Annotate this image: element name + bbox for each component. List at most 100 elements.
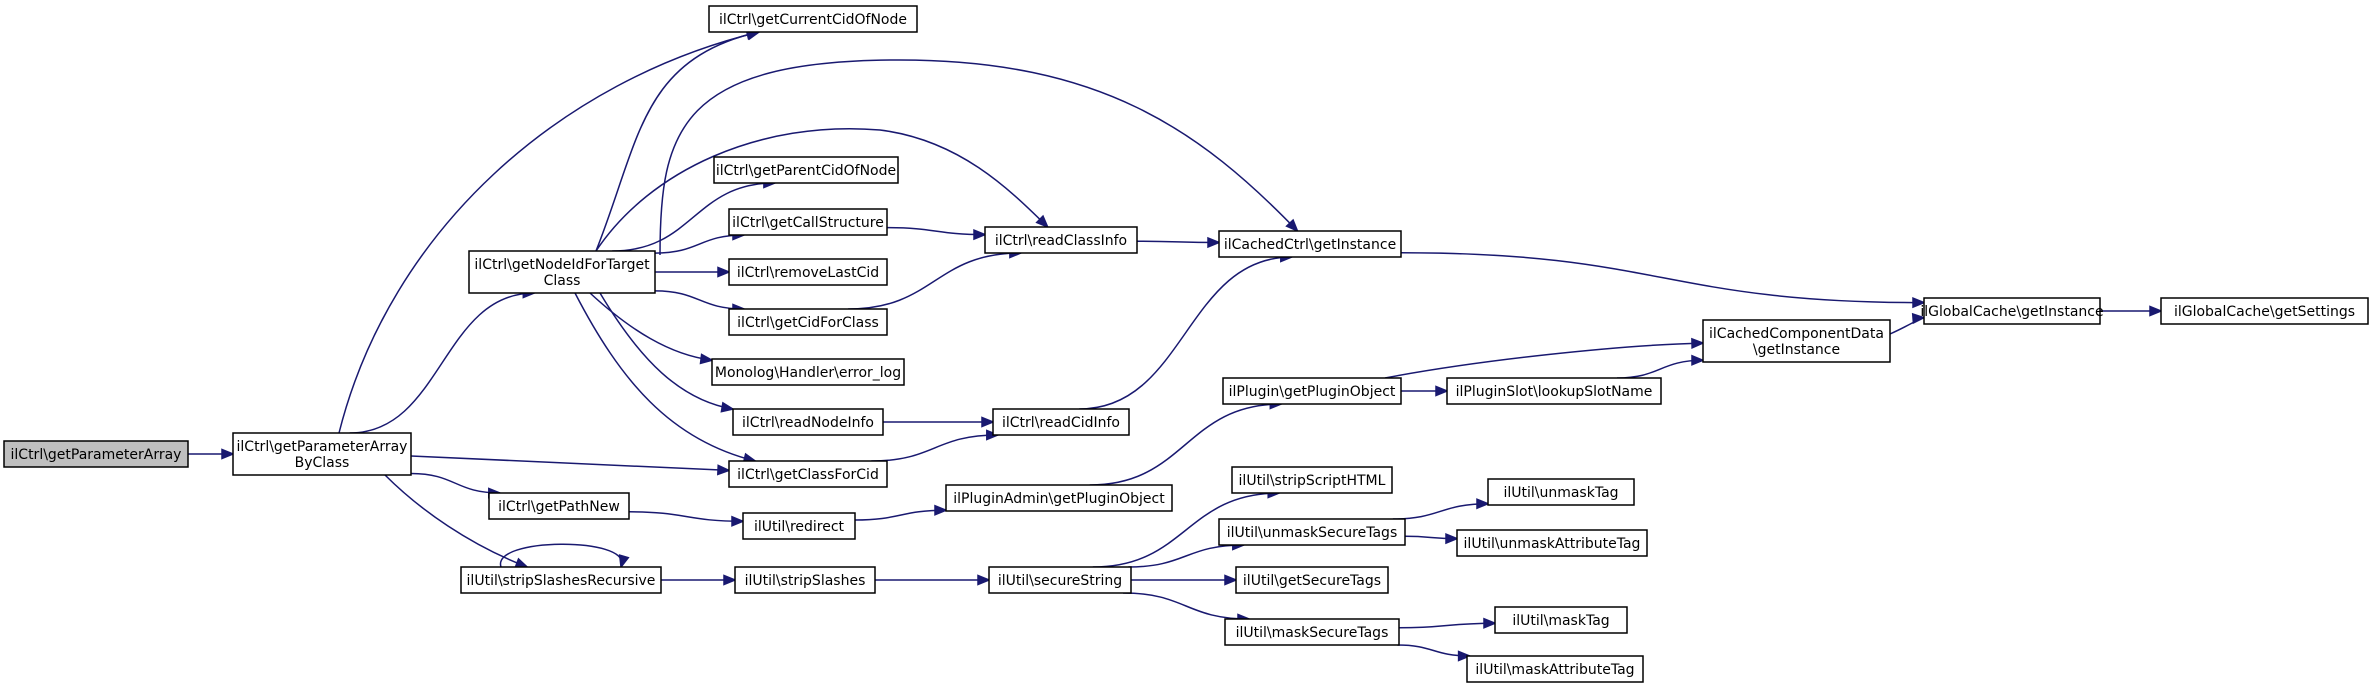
node-box bbox=[468, 250, 656, 294]
node-box bbox=[1218, 230, 1402, 258]
function-node[interactable]: ilUtil\maskSecureTags bbox=[1224, 618, 1400, 646]
function-node[interactable]: ilCtrl\readClassInfo bbox=[984, 226, 1138, 254]
node-label: ilUtil\stripScriptHTML bbox=[1239, 473, 1386, 489]
edge-n20-n22 bbox=[1401, 385, 1449, 397]
edge-line bbox=[1384, 342, 1704, 379]
node-label: ilCtrl\getClassForCid bbox=[737, 467, 879, 483]
node-label: ilCtrl\getParameterArray bbox=[237, 439, 408, 455]
function-node[interactable]: ilGlobalCache\getSettings bbox=[2160, 297, 2369, 325]
edge-line bbox=[848, 252, 1021, 310]
node-label: ilUtil\getSecureTags bbox=[1243, 573, 1381, 589]
edge-line bbox=[349, 292, 535, 434]
function-node[interactable]: ilUtil\unmaskSecureTags bbox=[1218, 518, 1406, 546]
edge-arrowhead bbox=[1457, 650, 1472, 662]
function-node[interactable]: ilUtil\unmaskAttributeTag bbox=[1456, 529, 1648, 557]
function-node[interactable]: ilCachedComponentData\getInstance bbox=[1702, 319, 1891, 363]
node-label: ilUtil\secureString bbox=[998, 573, 1122, 589]
edge-n1-n3 bbox=[349, 287, 537, 434]
edge-n21-n16 bbox=[1889, 312, 1926, 335]
edge-line bbox=[595, 31, 759, 252]
edge-n1-n5 bbox=[410, 472, 502, 499]
edge-n22-n21 bbox=[1616, 354, 1705, 379]
node-label: ilUtil\maskAttributeTag bbox=[1475, 662, 1634, 678]
edge-n1-n4 bbox=[410, 455, 731, 476]
node-box bbox=[1702, 319, 1891, 363]
function-node[interactable]: ilCtrl\getPathNew bbox=[488, 492, 630, 520]
edge-line bbox=[654, 234, 745, 254]
edge-arrowhead bbox=[1483, 617, 1497, 629]
function-node[interactable]: ilUtil\stripSlashesRecursive bbox=[460, 566, 662, 594]
function-node[interactable]: ilUtil\redirect bbox=[742, 512, 856, 540]
edge-n5-n18 bbox=[628, 511, 745, 527]
function-node[interactable]: ilGlobalCache\getInstance bbox=[1920, 297, 2104, 325]
function-node[interactable]: ilUtil\maskTag bbox=[1494, 606, 1628, 634]
node-box bbox=[1446, 377, 1662, 405]
edge-line bbox=[628, 511, 744, 523]
node-label: ilCtrl\getPathNew bbox=[498, 499, 620, 515]
edge-arrowhead bbox=[1476, 498, 1490, 510]
function-node[interactable]: ilUtil\getSecureTags bbox=[1235, 566, 1389, 594]
node-label: ByClass bbox=[295, 455, 350, 471]
function-node[interactable]: ilCtrl\getParentCidOfNode bbox=[713, 156, 899, 184]
function-node[interactable]: ilUtil\stripScriptHTML bbox=[1231, 466, 1393, 494]
edge-n28-n32 bbox=[1397, 644, 1472, 662]
node-box bbox=[734, 566, 876, 594]
function-node[interactable]: ilCachedCtrl\getInstance bbox=[1218, 230, 1402, 258]
function-node[interactable]: Monolog\Handler\error_log bbox=[711, 358, 905, 386]
node-box bbox=[732, 408, 884, 436]
edge-line bbox=[500, 543, 622, 568]
function-node[interactable]: ilCtrl\readCidInfo bbox=[992, 408, 1130, 436]
edge-arrowhead bbox=[1207, 236, 1221, 249]
edge-n6-n23 bbox=[661, 574, 737, 586]
node-box bbox=[1487, 478, 1635, 506]
edge-n16-n17 bbox=[2100, 305, 2163, 317]
edge-n6-n6 bbox=[500, 543, 630, 569]
node-box bbox=[1231, 466, 1393, 494]
function-node[interactable]: ilUtil\secureString bbox=[988, 566, 1132, 594]
node-label: \getInstance bbox=[1753, 342, 1840, 358]
function-node[interactable]: ilCtrl\getClassForCid bbox=[728, 460, 888, 488]
node-label: ilCtrl\readCidInfo bbox=[1002, 415, 1120, 431]
function-node[interactable]: ilUtil\maskAttributeTag bbox=[1466, 655, 1644, 683]
node-label: ilCtrl\removeLastCid bbox=[737, 265, 879, 281]
node-box bbox=[2160, 297, 2369, 325]
root-node[interactable]: ilCtrl\getParameterArray bbox=[3, 440, 189, 468]
function-node[interactable]: ilCtrl\getCidForClass bbox=[728, 308, 888, 336]
node-label: Class bbox=[544, 273, 581, 289]
edge-n13-n15 bbox=[1136, 236, 1221, 249]
edge-n26-n30 bbox=[1404, 532, 1459, 545]
edge-n15-n16 bbox=[1400, 251, 1926, 309]
edge-arrowhead bbox=[1445, 532, 1459, 545]
function-node[interactable]: ilUtil\stripSlashes bbox=[734, 566, 876, 594]
edge-line bbox=[612, 182, 775, 252]
edge-arrowhead bbox=[717, 266, 731, 278]
edge-arrowhead bbox=[973, 228, 987, 241]
node-box bbox=[711, 358, 905, 386]
edge-n12-n14 bbox=[882, 416, 995, 428]
function-node[interactable]: ilCtrl\removeLastCid bbox=[728, 258, 888, 286]
node-box bbox=[1222, 377, 1402, 405]
node-label: ilUtil\stripSlashes bbox=[745, 573, 866, 589]
edge-n0-n1 bbox=[187, 448, 235, 460]
function-node[interactable]: ilCtrl\getCurrentCidOfNode bbox=[708, 5, 918, 33]
node-box bbox=[1494, 606, 1628, 634]
edge-arrowhead bbox=[720, 401, 735, 413]
node-label: ilCtrl\readClassInfo bbox=[995, 233, 1127, 249]
node-label: ilPluginAdmin\getPluginObject bbox=[953, 491, 1165, 507]
edge-n26-n29 bbox=[1392, 498, 1490, 520]
function-node[interactable]: ilPluginSlot\lookupSlotName bbox=[1446, 377, 1662, 405]
function-node[interactable]: ilUtil\unmaskTag bbox=[1487, 478, 1635, 506]
edge-arrowhead bbox=[1285, 218, 1299, 233]
node-box bbox=[1235, 566, 1389, 594]
function-node[interactable]: ilCtrl\getCallStructure bbox=[728, 208, 888, 236]
edge-n3-n13 bbox=[595, 128, 1050, 252]
function-node[interactable]: ilCtrl\readNodeInfo bbox=[732, 408, 884, 436]
edge-n3-n9 bbox=[655, 266, 731, 278]
function-node[interactable]: ilPlugin\getPluginObject bbox=[1222, 377, 1402, 405]
node-label: ilCtrl\getCallStructure bbox=[732, 215, 884, 231]
edge-arrowhead bbox=[221, 448, 235, 460]
function-node[interactable]: ilPluginAdmin\getPluginObject bbox=[945, 484, 1173, 512]
